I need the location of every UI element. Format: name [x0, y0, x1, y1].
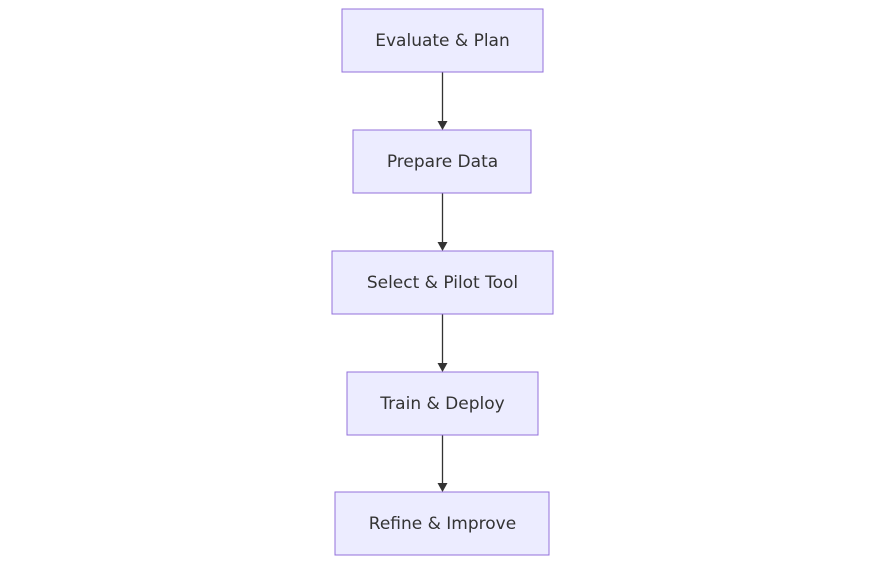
node-select-pilot-tool: Select & Pilot Tool	[331, 250, 554, 315]
node-prepare-data: Prepare Data	[352, 129, 532, 194]
node-label-train-deploy: Train & Deploy	[379, 394, 504, 414]
node-label-refine-improve: Refine & Improve	[369, 514, 516, 534]
edge-train-to-refine	[437, 435, 448, 492]
node-label-select-pilot-tool: Select & Pilot Tool	[367, 273, 518, 293]
node-label-prepare-data: Prepare Data	[387, 152, 498, 172]
edge-prepare-to-select	[437, 193, 448, 251]
node-evaluate-plan: Evaluate & Plan	[341, 8, 544, 73]
node-refine-improve: Refine & Improve	[334, 491, 550, 556]
node-train-deploy: Train & Deploy	[346, 371, 539, 436]
node-label-evaluate-plan: Evaluate & Plan	[375, 31, 510, 51]
edge-evaluate-to-prepare	[437, 72, 448, 130]
edge-select-to-train	[437, 314, 448, 372]
